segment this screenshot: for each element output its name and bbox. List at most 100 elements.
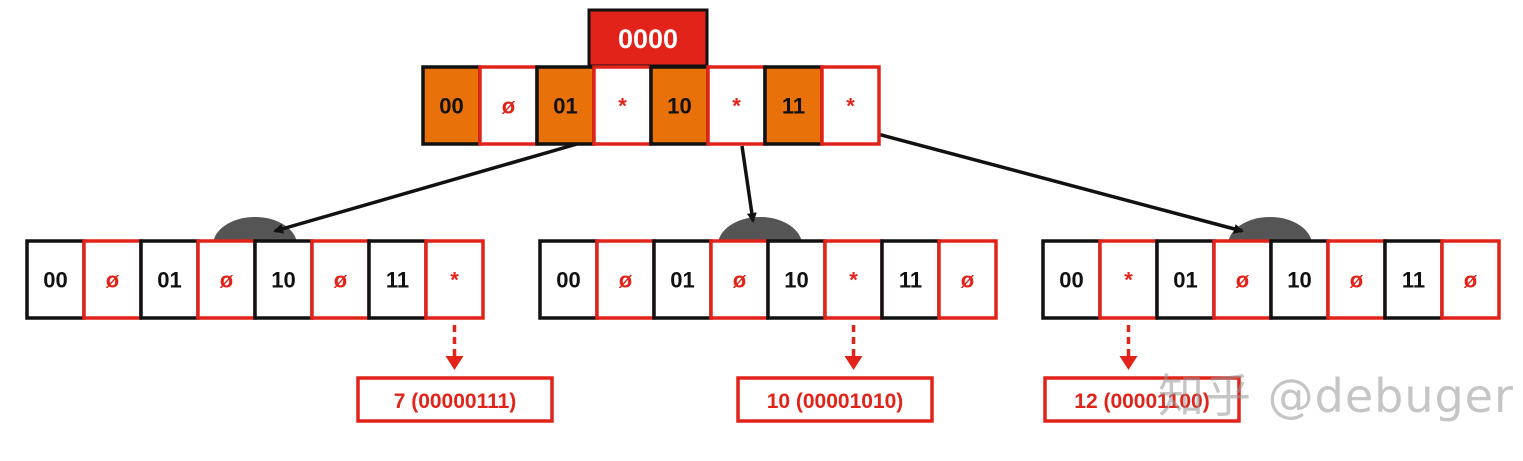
- child-2-cell-1: *: [1098, 239, 1159, 320]
- root-label-text: 0000: [618, 24, 678, 54]
- child-1-cell-7: ø: [937, 239, 998, 320]
- child-0-cell-0: 00: [25, 239, 86, 320]
- child-0-cell-5: ø: [310, 239, 371, 320]
- root-cell-7-text: *: [846, 94, 855, 119]
- child-0-cell-2: 01: [139, 239, 200, 320]
- pointer-arrowhead-2: [1119, 356, 1138, 370]
- root-cell-5-text: *: [732, 94, 741, 119]
- child-0-cell-6: 11: [367, 239, 428, 320]
- root-cell-4: 10: [649, 65, 710, 146]
- child-2-cell-7: ø: [1440, 239, 1501, 320]
- pointer-arrowhead-0: [445, 356, 464, 370]
- child-0-cell-5-text: ø: [334, 268, 348, 293]
- child-1-cell-2-box: [652, 239, 713, 320]
- child-1-cell-4-text: 10: [784, 268, 808, 293]
- child-1-cell-0-box: [538, 239, 599, 320]
- edges: [273, 130, 1244, 234]
- child-0-cell-6-text: 11: [386, 268, 409, 293]
- root-cell-2: 01: [535, 65, 596, 146]
- child-0-cell-3: ø: [196, 239, 257, 320]
- child-2-cell-6: 11: [1383, 239, 1444, 320]
- value-labels: 7 (00000111) 10 (00001010) 12 (00001100): [356, 325, 1241, 423]
- value-label-text-1: 10 (00001010): [767, 390, 904, 413]
- child-0-cell-1-text: ø: [106, 268, 120, 293]
- root-cell-4-text: 10: [667, 94, 691, 119]
- edge-root-to-child-1: [740, 145, 757, 223]
- value-label-box-0: [356, 376, 554, 423]
- child-1-cell-1-text: ø: [619, 268, 633, 293]
- child-0-cell-4-text: 10: [271, 268, 295, 293]
- child-1-cell-4: 10: [766, 239, 827, 320]
- child-2-cell-0-text: 00: [1059, 268, 1083, 293]
- child-1-cell-3-text: ø: [733, 268, 747, 293]
- child-2-cell-1-text: *: [1124, 268, 1133, 293]
- child-1-cell-4-box: [766, 239, 827, 320]
- value-label-0: 7 (00000111): [356, 376, 554, 423]
- root-cell-7: *: [820, 65, 881, 146]
- root-cell-1-text: ø: [502, 94, 516, 119]
- child-2-cell-4-box: [1269, 239, 1330, 320]
- root-cell-0: 00: [421, 65, 482, 146]
- child-1-cell-3: ø: [709, 239, 770, 320]
- child-2-cell-3: ø: [1212, 239, 1273, 320]
- child-1-cell-0: 00: [538, 239, 599, 320]
- child-0-cell-2-box: [139, 239, 200, 320]
- value-label-box-2: [1043, 376, 1241, 423]
- root-cell-4-box: [649, 65, 710, 146]
- child-2-cell-6-box: [1383, 239, 1444, 320]
- child-0-cell-4: 10: [253, 239, 314, 320]
- watermark: 知乎 @debuger: [1158, 369, 1514, 423]
- value-label-2: 12 (00001100): [1043, 376, 1241, 423]
- root-cell-3-box: [592, 65, 653, 146]
- child-1-cell-6: 11: [880, 239, 941, 320]
- child-1-cell-6-box: [880, 239, 941, 320]
- root-cell-3: *: [592, 65, 653, 146]
- edge-root-to-child-0: [273, 142, 578, 234]
- child-2-cell-4-text: 10: [1287, 268, 1311, 293]
- root-cell-3-text: *: [618, 94, 627, 119]
- root-cell-5: *: [706, 65, 767, 146]
- child-1-cell-5-text: *: [849, 268, 858, 293]
- child-2-cell-5-text: ø: [1350, 268, 1364, 293]
- child-1-cell-6-text: 11: [899, 268, 922, 293]
- child-1-cell-7-text: ø: [961, 268, 975, 293]
- child-1-cell-7-box: [937, 239, 998, 320]
- child-2-cell-0: 00: [1041, 239, 1102, 320]
- child-2-cell-4: 10: [1269, 239, 1330, 320]
- child-0-cell-7-box: [424, 239, 485, 320]
- child-0-cell-0-text: 00: [43, 268, 67, 293]
- root-label-box: [587, 8, 709, 68]
- child-0-cell-2-text: 01: [157, 268, 181, 293]
- root-label: 0000: [587, 8, 709, 68]
- child-node-0: 00 ø 01 ø 10 ø 11 *: [25, 239, 485, 320]
- value-label-text-2: 12 (00001100): [1074, 390, 1209, 413]
- root-cell-2-text: 01: [553, 94, 577, 119]
- child-2-cell-5-box: [1326, 239, 1387, 320]
- child-2-cell-7-box: [1440, 239, 1501, 320]
- child-2-cell-3-text: ø: [1236, 268, 1250, 293]
- root-cell-0-text: 00: [439, 94, 463, 119]
- root-cell-5-box: [706, 65, 767, 146]
- child-2-cell-2-text: 01: [1173, 268, 1197, 293]
- child-0-cell-7: *: [424, 239, 485, 320]
- child-0-cell-1: ø: [82, 239, 143, 320]
- pointer-arrowhead-1: [844, 356, 863, 370]
- child-1-cell-2: 01: [652, 239, 713, 320]
- child-2-cell-2: 01: [1155, 239, 1216, 320]
- child-1-cell-2-text: 01: [670, 268, 694, 293]
- root-cell-7-box: [820, 65, 881, 146]
- root-cell-6: 11: [763, 65, 824, 146]
- root-cell-2-box: [535, 65, 596, 146]
- child-0-cell-5-box: [310, 239, 371, 320]
- child-0-cell-7-text: *: [450, 268, 459, 293]
- child-0-cell-6-box: [367, 239, 428, 320]
- child-node-1: 00 ø 01 ø 10 * 11 ø: [538, 239, 998, 320]
- child-2-cell-5: ø: [1326, 239, 1387, 320]
- child-1-cell-3-box: [709, 239, 770, 320]
- child-1-cell-1: ø: [595, 239, 656, 320]
- child-0-cell-3-text: ø: [220, 268, 234, 293]
